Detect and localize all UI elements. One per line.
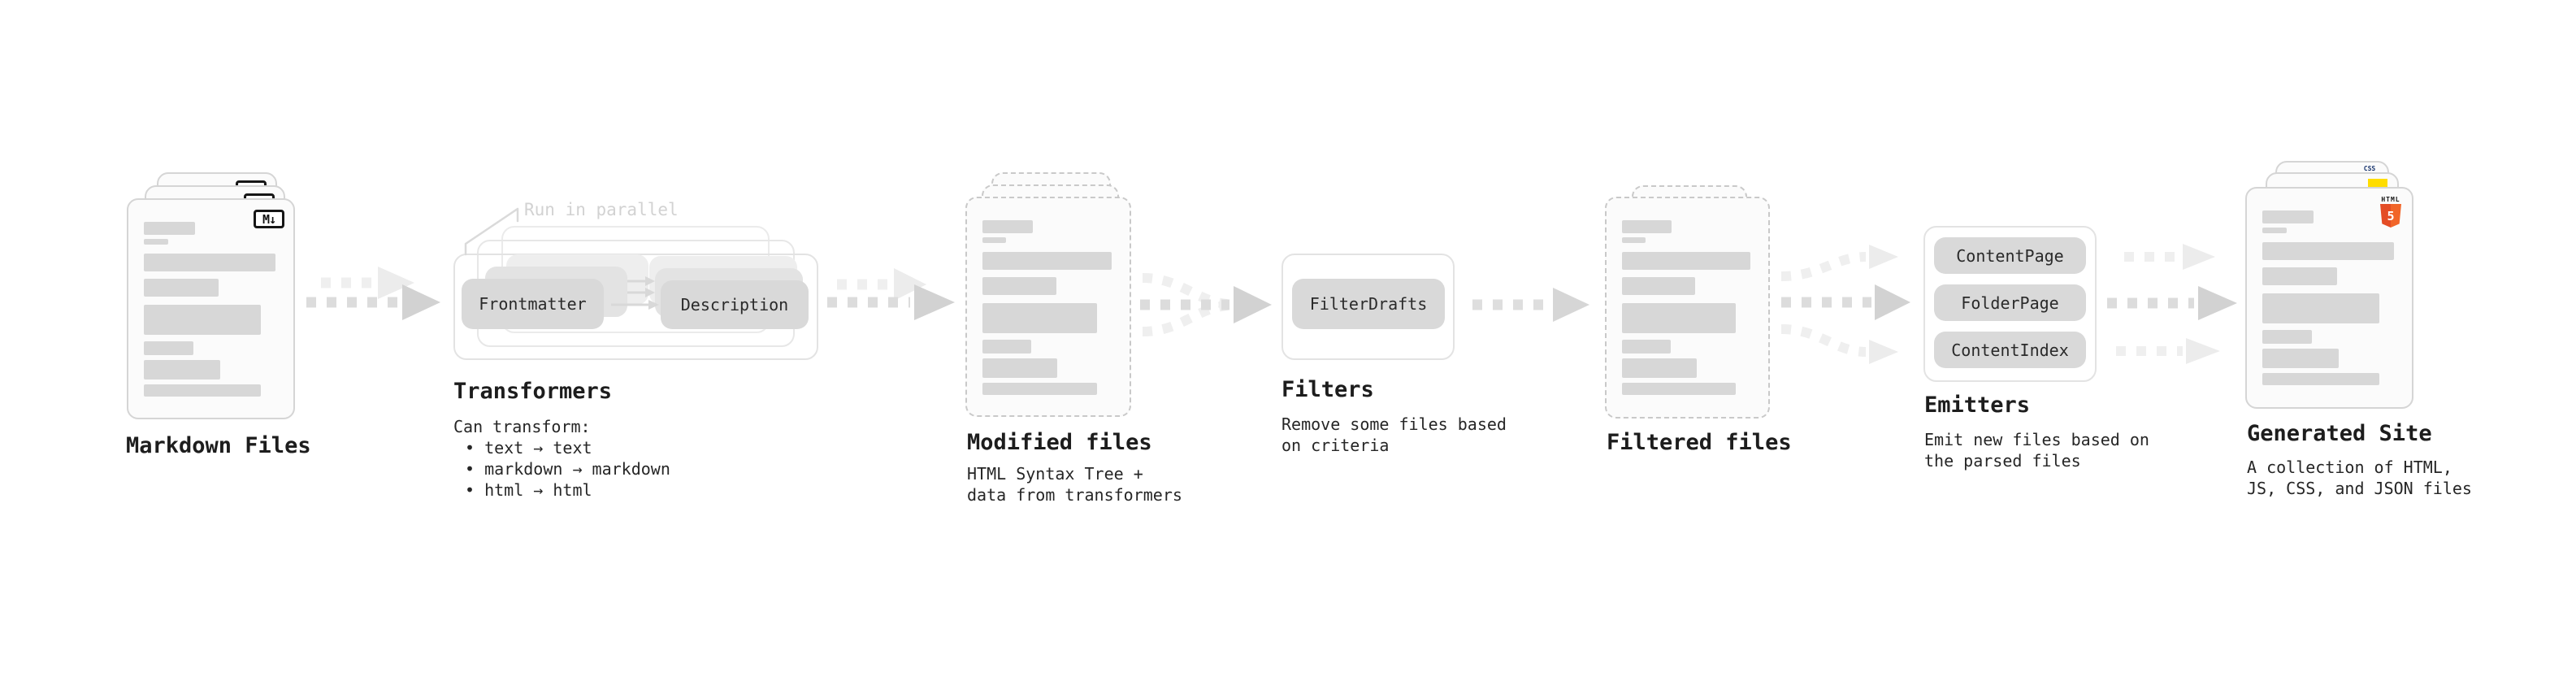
flow-arrow-icon [2116,338,2220,364]
desc-bullet: • markdown → markdown [465,459,670,479]
emitter-pill-contentindex: ContentIndex [1934,332,2086,368]
desc-line: the parsed files [1924,451,2081,471]
transformer-pill-description: Description [661,280,809,329]
desc-bullet: • text → text [465,438,592,458]
desc-line: Remove some files based [1281,414,1507,434]
document-content-placeholder [967,198,1130,395]
stage-desc-modified-files: HTML Syntax Tree + data from transformer… [967,463,1182,505]
desc-line: A collection of HTML, [2247,458,2452,477]
stage-label-generated-site: Generated Site [2247,421,2432,446]
filters-box [1281,254,1455,360]
parallel-note: Run in parallel [524,200,679,219]
desc-line: Emit new files based on [1924,430,2149,449]
document-content-placeholder [2247,189,2412,385]
stage-label-transformers: Transformers [453,379,613,404]
stage-desc-generated-site: A collection of HTML, JS, CSS, and JSON … [2247,457,2472,499]
desc-line: data from transformers [967,485,1182,505]
transformer-pill-frontmatter: Frontmatter [462,279,604,329]
parallel-arrows-icon [611,276,659,310]
markdown-file-card: M↓ [127,198,295,419]
stage-label-filtered-files: Filtered files [1607,430,1792,455]
markdown-icon: M↓ [254,210,284,228]
diverging-arrow-icon [1780,245,1910,364]
generated-file-card: HTML 5 [2245,187,2413,409]
emitter-pill-folderpage: FolderPage [1934,284,2086,321]
stage-label-modified-files: Modified files [967,430,1152,455]
flow-arrow-icon [2107,286,2237,320]
emitters-box [1923,226,2097,382]
flow-arrow-icon [2124,244,2215,270]
stage-desc-emitters: Emit new files based on the parsed files [1924,429,2149,471]
desc-line: HTML Syntax Tree + [967,464,1143,484]
converging-arrow-icon [1140,273,1272,336]
filtered-file-card [1605,197,1770,419]
document-content-placeholder [128,200,293,397]
desc-line: Can transform: [453,417,591,436]
flow-arrow-icon [827,268,955,320]
emitter-pill-contentpage: ContentPage [1934,237,2086,274]
html5-icon: HTML 5 [2379,197,2402,228]
desc-line: on criteria [1281,436,1390,455]
flow-arrow-icon [306,267,440,320]
desc-line: JS, CSS, and JSON files [2247,479,2472,498]
stage-label-emitters: Emitters [1924,393,2031,418]
flow-arrow-icon [1472,288,1589,322]
stage-desc-transformers: Can transform: • text → text • markdown … [453,416,670,501]
document-content-placeholder [1607,198,1768,395]
leader-line [464,207,519,256]
filter-pill-filterdrafts: FilterDrafts [1292,279,1445,329]
desc-bullet: • html → html [465,480,592,500]
stage-desc-filters: Remove some files based on criteria [1281,414,1507,456]
stage-label-markdown-files: Markdown Files [126,433,311,458]
stage-label-filters: Filters [1281,377,1374,402]
modified-file-card [965,197,1131,417]
